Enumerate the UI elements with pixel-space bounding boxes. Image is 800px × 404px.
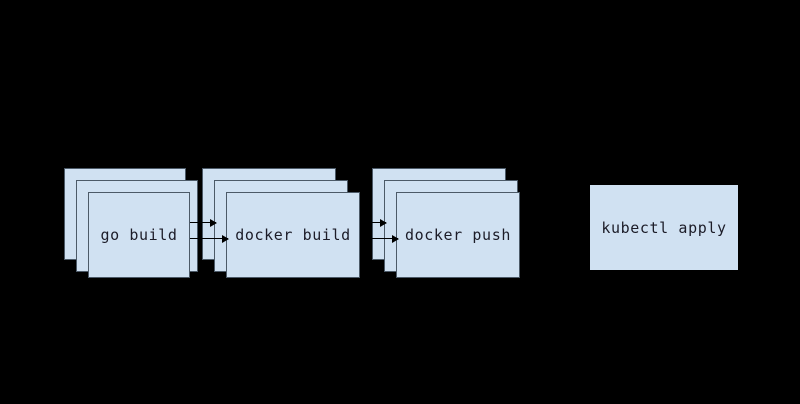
node-label: docker build bbox=[235, 226, 351, 244]
connector-go-build-to-docker-build-upper bbox=[190, 219, 217, 227]
connector-docker-build-to-docker-push-lower bbox=[360, 235, 399, 243]
node-kubectl-apply[interactable]: kubectl apply bbox=[590, 185, 738, 270]
node-label: kubectl apply bbox=[601, 218, 727, 237]
node-docker-build-card-1[interactable]: docker build bbox=[226, 192, 360, 278]
connector-docker-build-to-docker-push-upper bbox=[360, 219, 387, 227]
node-docker-push-card-1[interactable]: docker push bbox=[396, 192, 520, 278]
connector-go-build-to-docker-build-lower bbox=[190, 235, 229, 243]
node-label: docker push bbox=[405, 226, 511, 244]
node-label: go build bbox=[100, 226, 178, 244]
node-go-build-card-1[interactable]: go build bbox=[88, 192, 190, 278]
